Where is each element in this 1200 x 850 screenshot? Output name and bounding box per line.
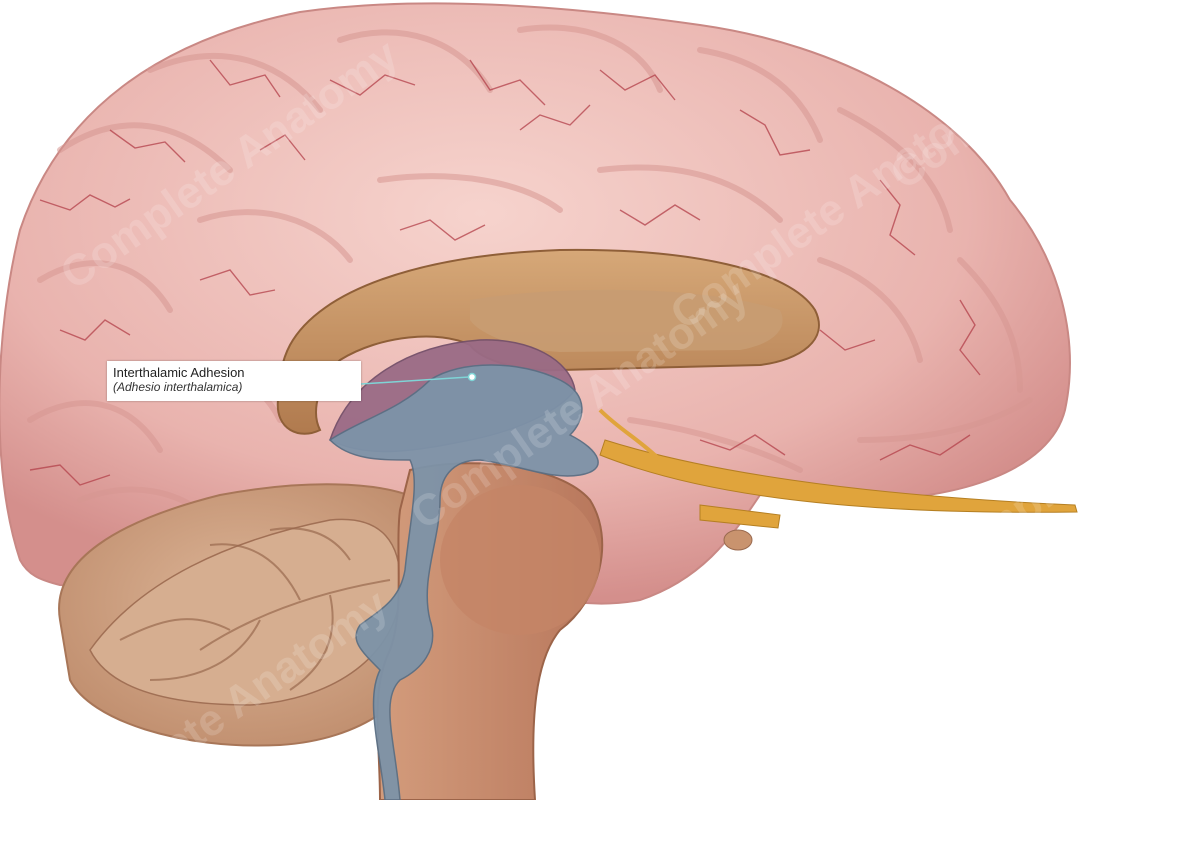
nerve-thin bbox=[598, 408, 662, 462]
olfactory-nerve bbox=[599, 439, 1078, 513]
structure-label-title: Interthalamic Adhesion bbox=[113, 365, 245, 380]
septum-region bbox=[470, 289, 783, 352]
brain-sagittal-illustration bbox=[0, 2, 1078, 800]
arbor-vitae bbox=[119, 527, 391, 691]
optic-nerve bbox=[699, 504, 781, 529]
structure-label: Interthalamic Adhesion (Adhesio intertha… bbox=[107, 361, 361, 401]
structure-label-latin: (Adhesio interthalamica) bbox=[113, 380, 243, 394]
third-ventricle bbox=[328, 364, 599, 800]
cerebellum bbox=[58, 483, 432, 747]
pons bbox=[440, 485, 600, 635]
cortical-blood-vessels bbox=[29, 59, 981, 541]
interthalamic-adhesion-marker bbox=[467, 372, 477, 382]
pituitary bbox=[723, 529, 753, 551]
label-leader-line bbox=[360, 376, 470, 385]
